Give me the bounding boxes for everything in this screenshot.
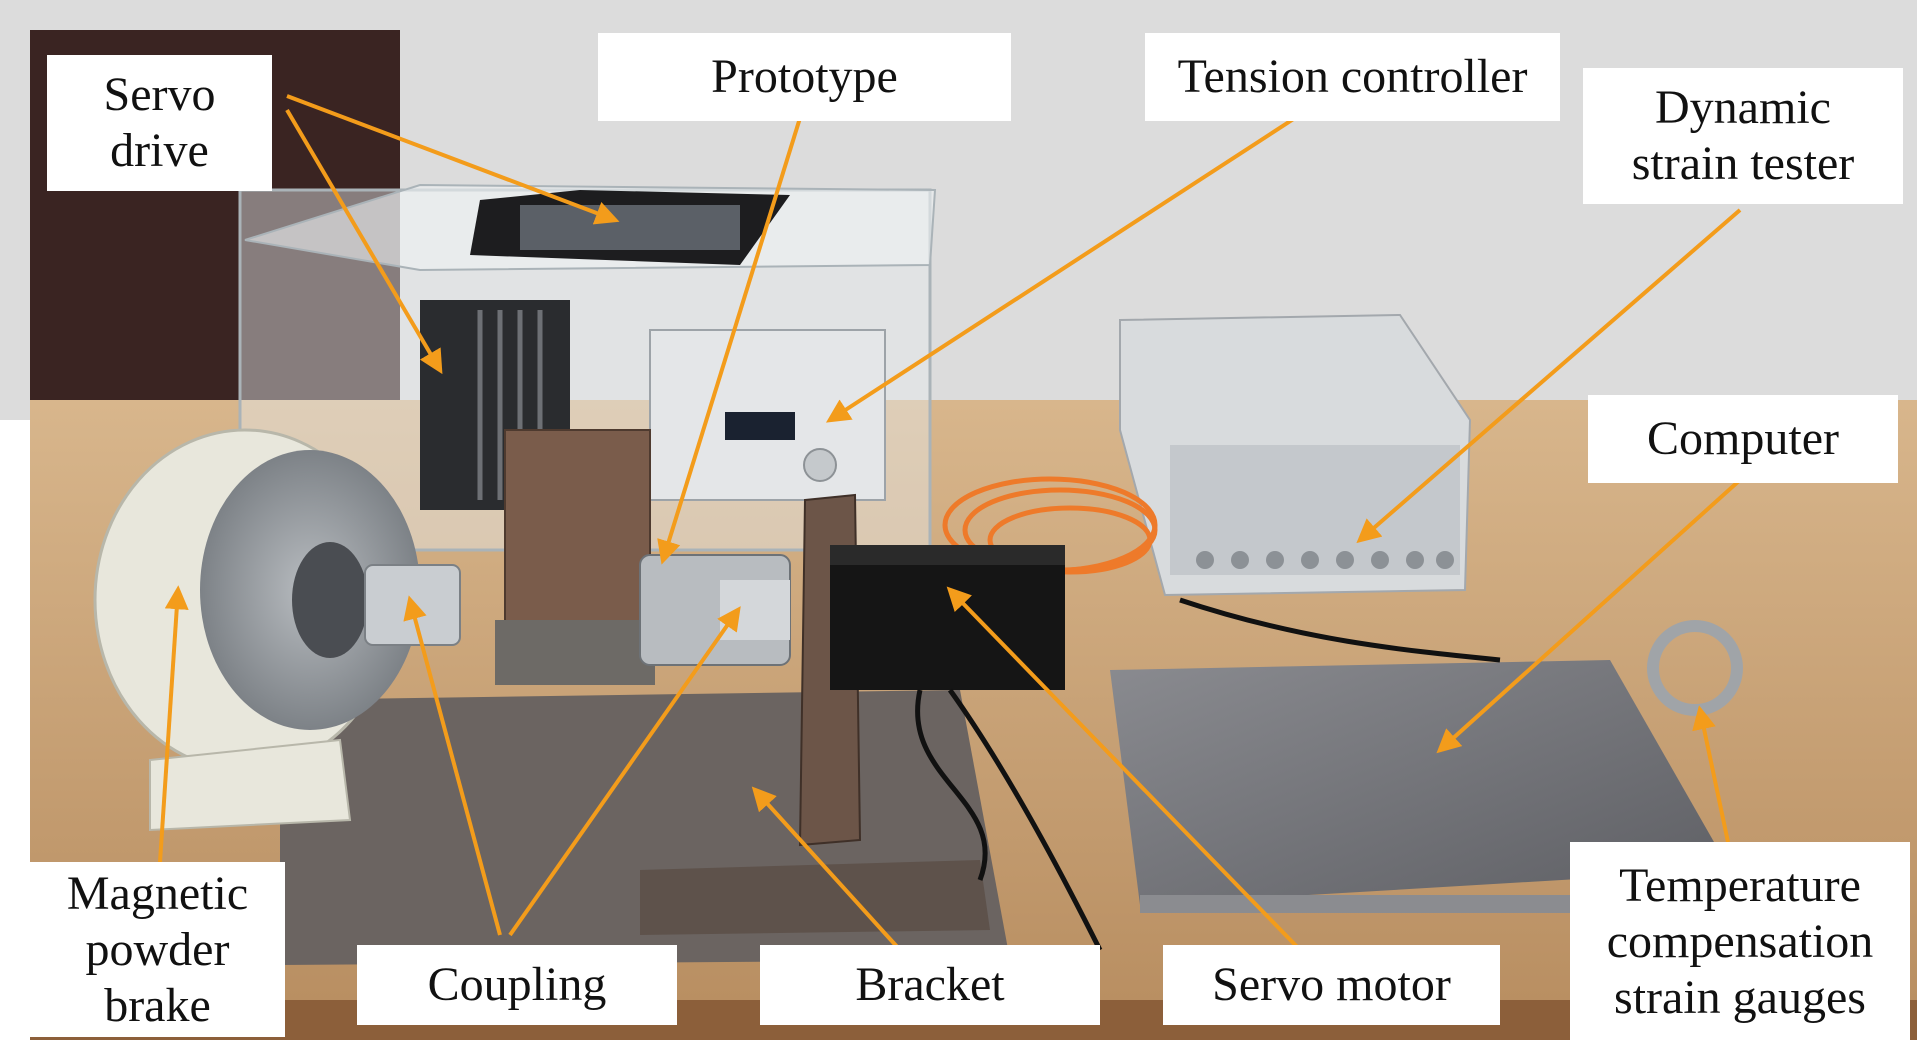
arrow-prototype (657, 117, 802, 565)
label-servo-drive: Servo drive (47, 55, 272, 191)
label-tension-controller: Tension controller (1145, 33, 1560, 121)
prototype-screen-panel (520, 205, 740, 250)
arrow-magnetic-powder-brake (158, 585, 189, 863)
label-temperature-compensation-strain-gauges: Temperature compensation strain gauges (1570, 842, 1910, 1042)
arrow-coupling-2 (508, 606, 741, 937)
bearing-block (504, 429, 651, 631)
arrow-servo-motor (946, 586, 1307, 957)
label-dynamic-strain-tester: Dynamic strain tester (1583, 68, 1903, 204)
label-computer: Computer (1588, 395, 1898, 483)
label-bracket: Bracket (760, 945, 1100, 1025)
arrow-temperature-gauges (1692, 705, 1730, 843)
label-magnetic-powder-brake: Magnetic powder brake (30, 862, 285, 1037)
arrow-servo-drive-1 (286, 94, 620, 225)
label-coupling: Coupling (357, 945, 677, 1025)
arrow-dynamic-strain-tester (1356, 208, 1742, 544)
servo-motor-body (830, 545, 1065, 690)
annotation-arrows (158, 94, 1742, 957)
arrow-bracket (751, 786, 902, 952)
arrow-tension-controller (825, 116, 1297, 423)
label-servo-motor: Servo motor (1163, 945, 1500, 1025)
arrow-coupling-1 (403, 595, 502, 936)
label-prototype: Prototype (598, 33, 1011, 121)
arrow-computer (1436, 478, 1742, 754)
arrow-servo-drive-2 (285, 108, 443, 375)
